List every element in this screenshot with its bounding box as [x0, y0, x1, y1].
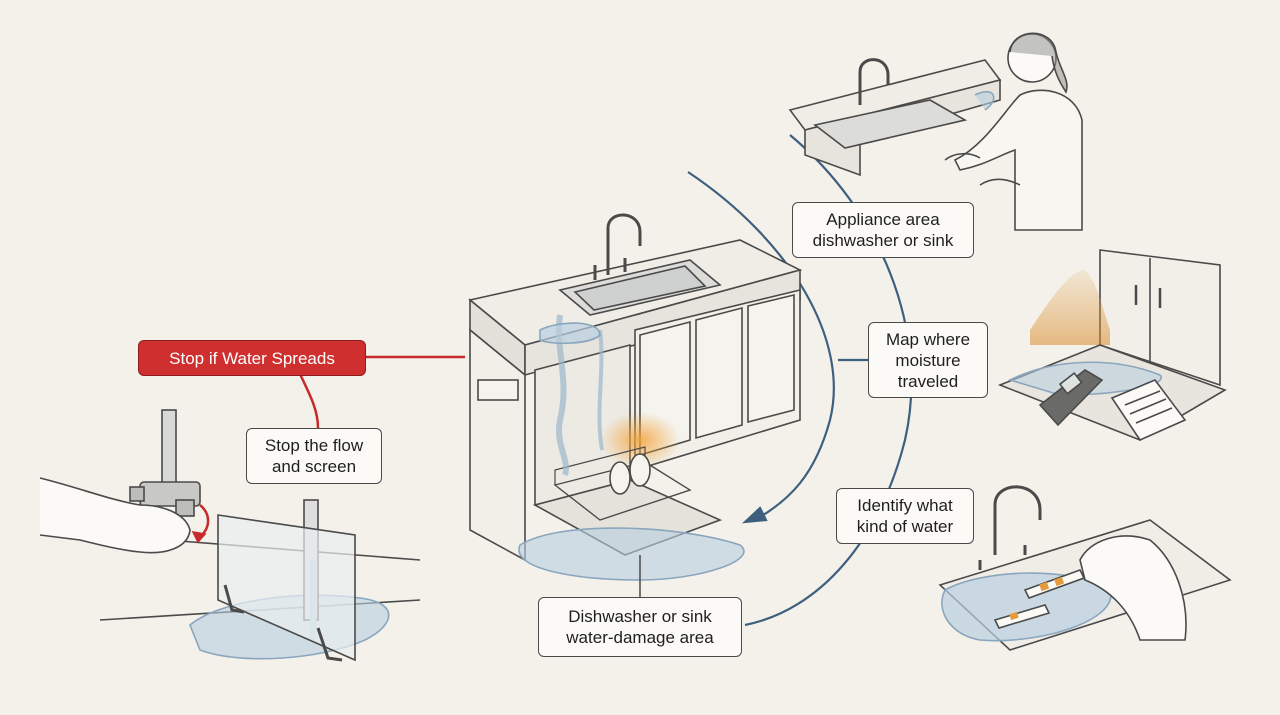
wall-stain — [1030, 270, 1110, 345]
water-damage-area-label: Dishwasher or sink water-damage area — [538, 597, 742, 657]
person-body — [953, 89, 1083, 231]
center-puddle — [518, 527, 745, 581]
pipe — [161, 409, 177, 486]
hand-test — [1079, 535, 1187, 641]
damage-line1: Dishwasher or sink — [568, 607, 712, 626]
test-scene — [938, 485, 1232, 651]
red-connectors — [298, 355, 465, 429]
arc-inner — [687, 171, 835, 521]
stop-if-water-spreads-label: Stop if Water Spreads — [138, 340, 366, 376]
test-puddle — [941, 572, 1112, 642]
arc-arrowhead — [741, 506, 768, 524]
notepad — [1110, 379, 1187, 442]
stop-flow-line2: and screen — [271, 457, 357, 476]
identify-water-label: Identify what kind of water — [836, 488, 974, 544]
identify-line1: Identify what — [857, 496, 953, 515]
stop-if-water-spreads-text: Stop if Water Spreads — [169, 348, 335, 368]
map-line3: traveled — [897, 371, 959, 391]
screen-barrier — [217, 514, 356, 662]
moisture-scene — [997, 249, 1230, 442]
appliance-line1: Appliance area — [826, 210, 940, 229]
center-kitchen — [468, 213, 803, 597]
stop-flow-line1: Stop the flow — [264, 436, 364, 455]
identify-line2: kind of water — [856, 517, 954, 536]
damage-line2: water-damage area — [566, 628, 714, 647]
appliance-line2: dishwasher or sink — [812, 231, 954, 250]
person-scene — [788, 32, 1083, 231]
map-line1: Map where — [885, 329, 971, 349]
stop-the-flow-label: Stop the flow and screen — [246, 428, 382, 484]
hand — [39, 477, 191, 554]
top-sink — [813, 99, 968, 149]
map-line2: moisture — [895, 350, 961, 370]
map-moisture-label: Map where moisture traveled — [868, 322, 988, 398]
appliance-area-label: Appliance area dishwasher or sink — [792, 202, 974, 258]
shutoff-scene — [39, 409, 421, 662]
